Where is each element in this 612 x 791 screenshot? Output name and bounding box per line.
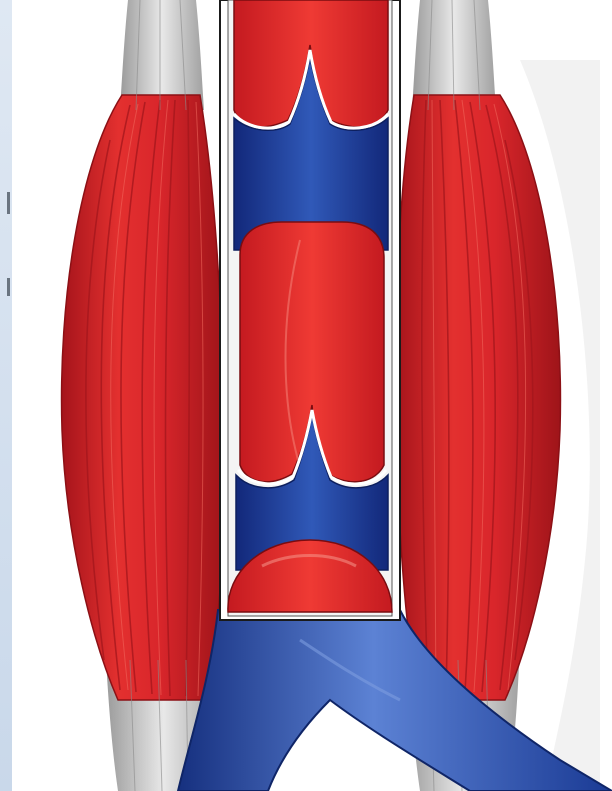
lower-vein: [178, 610, 612, 791]
left-muscle: [62, 0, 225, 791]
